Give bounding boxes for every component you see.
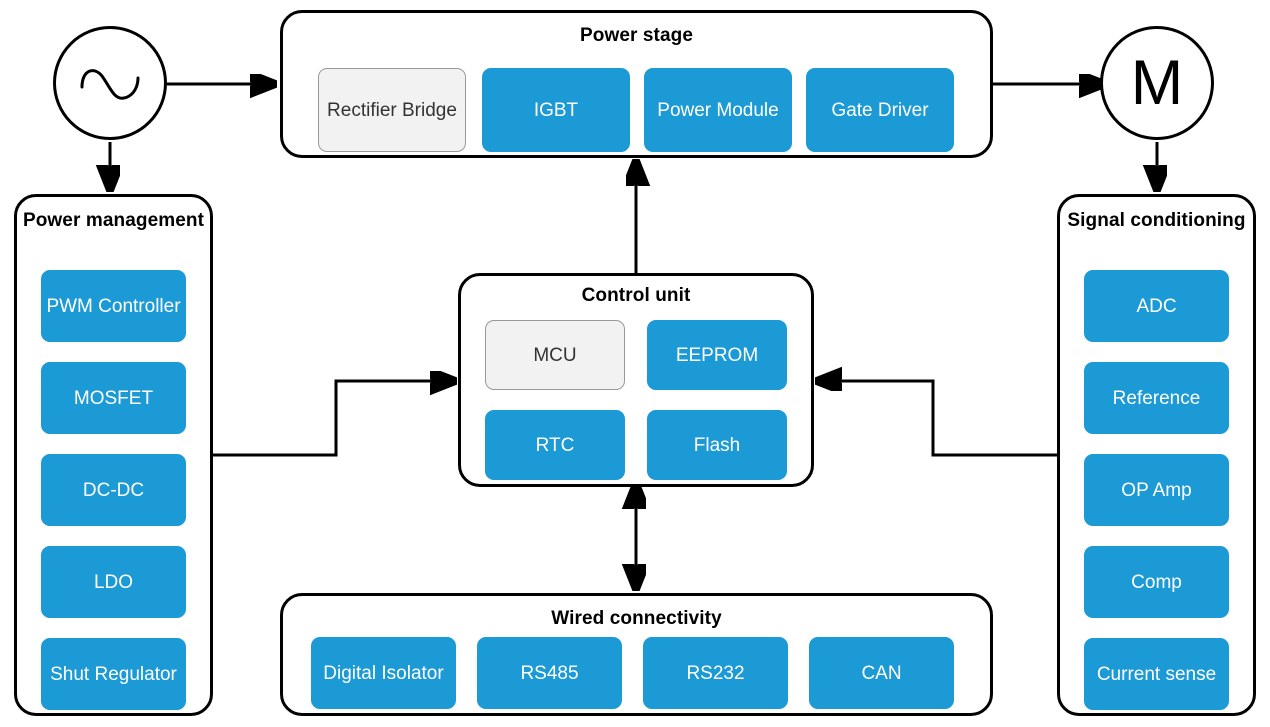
block-label: Reference: [1112, 387, 1201, 409]
block-label: DC-DC: [82, 479, 145, 501]
group-wired-connectivity[interactable]: Wired connectivity Digital Isolator RS48…: [280, 593, 993, 716]
block-pwm-controller[interactable]: PWM Controller: [41, 270, 186, 342]
block-comp[interactable]: Comp: [1084, 546, 1229, 618]
block-label: EEPROM: [675, 344, 759, 366]
group-power-management-title: Power management: [22, 210, 205, 231]
block-label: MCU: [533, 344, 577, 366]
block-label: RS485: [520, 662, 579, 684]
block-eeprom[interactable]: EEPROM: [647, 320, 787, 390]
block-label: Rectifier Bridge: [327, 99, 457, 121]
block-label: RS232: [686, 662, 745, 684]
group-control-unit-title: Control unit: [581, 285, 691, 306]
group-power-management[interactable]: Power management PWM Controller MOSFET D…: [14, 194, 213, 716]
motor-label: M: [1130, 47, 1184, 118]
block-label: RTC: [535, 434, 575, 456]
block-label: OP Amp: [1121, 479, 1192, 501]
block-label: CAN: [861, 662, 902, 684]
block-label: Power Module: [657, 99, 779, 121]
ac-source[interactable]: [53, 26, 167, 140]
block-label: IGBT: [533, 99, 579, 121]
block-can[interactable]: CAN: [809, 637, 954, 709]
block-label: Gate Driver: [831, 99, 929, 121]
group-signal-conditioning[interactable]: Signal conditioning ADC Reference OP Amp…: [1057, 194, 1256, 716]
block-label: Current sense: [1096, 663, 1217, 685]
block-rs485[interactable]: RS485: [477, 637, 622, 709]
block-label: Comp: [1131, 571, 1182, 593]
block-igbt[interactable]: IGBT: [482, 68, 630, 152]
block-op-amp[interactable]: OP Amp: [1084, 454, 1229, 526]
block-current-sense[interactable]: Current sense: [1084, 638, 1229, 710]
block-rtc[interactable]: RTC: [485, 410, 625, 480]
block-power-module[interactable]: Power Module: [644, 68, 792, 152]
block-adc[interactable]: ADC: [1084, 270, 1229, 342]
block-flash[interactable]: Flash: [647, 410, 787, 480]
group-power-stage-title: Power stage: [579, 25, 694, 46]
group-power-stage[interactable]: Power stage Rectifier Bridge IGBT Power …: [280, 10, 993, 158]
block-mcu[interactable]: MCU: [485, 320, 625, 390]
block-label: Shut Regulator: [50, 663, 177, 685]
block-rectifier-bridge[interactable]: Rectifier Bridge: [318, 68, 466, 152]
sine-wave-icon: [80, 69, 140, 100]
group-wired-connectivity-title: Wired connectivity: [551, 608, 722, 629]
block-mosfet[interactable]: MOSFET: [41, 362, 186, 434]
block-label: Digital Isolator: [323, 662, 444, 684]
block-label: MOSFET: [73, 387, 154, 409]
block-label: Flash: [693, 434, 741, 456]
wire-power-management-to-control-unit: [213, 381, 452, 457]
block-dc-dc[interactable]: DC-DC: [41, 454, 186, 526]
block-ldo[interactable]: LDO: [41, 546, 186, 618]
motor[interactable]: M: [1100, 26, 1214, 140]
block-digital-isolator[interactable]: Digital Isolator: [311, 637, 456, 709]
block-shut-regulator[interactable]: Shut Regulator: [41, 638, 186, 710]
block-label: ADC: [1136, 295, 1177, 317]
block-label: PWM Controller: [46, 295, 181, 317]
block-reference[interactable]: Reference: [1084, 362, 1229, 434]
block-rs232[interactable]: RS232: [643, 637, 788, 709]
block-gate-driver[interactable]: Gate Driver: [806, 68, 954, 152]
wire-signal-conditioning-to-control-unit: [820, 381, 1057, 457]
block-label: LDO: [93, 571, 134, 593]
group-control-unit[interactable]: Control unit MCU EEPROM RTC Flash: [458, 273, 814, 487]
group-signal-conditioning-title: Signal conditioning: [1067, 210, 1246, 231]
